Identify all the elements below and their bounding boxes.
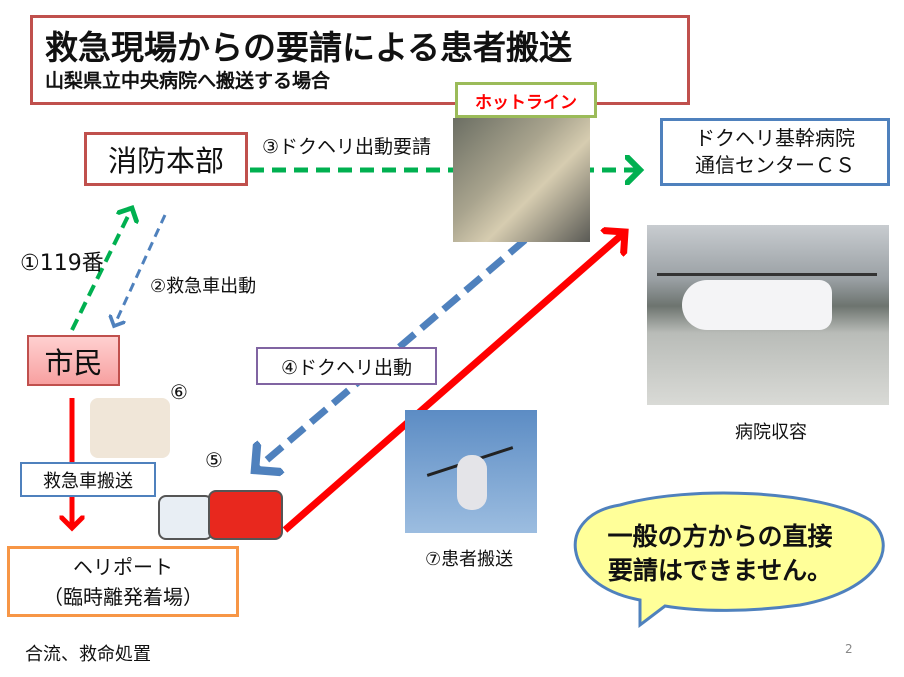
hospital-admission-label: 病院収容: [735, 422, 807, 443]
citizen-box: 市民: [27, 335, 120, 386]
helicopter-on-pad-photo: [647, 225, 889, 405]
page-number: 2: [845, 642, 853, 656]
hotline-label: ホットライン: [455, 82, 597, 118]
ambulance-transport-box: 救急車搬送: [20, 462, 156, 497]
heliport-line2: （臨時離発着場）: [43, 584, 203, 609]
notice-line2: 要請はできません。: [607, 556, 833, 585]
arrow-119-call: [70, 208, 132, 331]
step7-label: ⑦患者搬送: [425, 549, 514, 570]
base-hospital-line2: 通信センターＣＳ: [695, 153, 855, 177]
page-title: 救急現場からの要請による患者搬送: [45, 28, 573, 67]
fire-hq-box: 消防本部: [84, 132, 248, 186]
page-subtitle: 山梨県立中央病院へ搬送する場合: [45, 70, 331, 92]
notice-text: 一般の方からの直接 要請はできません。: [580, 520, 860, 588]
base-hospital-line1: ドクヘリ基幹病院: [695, 126, 855, 150]
merge-note: 合流、救命処置: [25, 644, 151, 665]
fire-truck-illustration: [208, 490, 283, 540]
helicopter-in-flight-photo: [405, 410, 537, 533]
step6-label: ⑥: [170, 380, 188, 404]
base-hospital-box: ドクヘリ基幹病院 通信センターＣＳ: [660, 118, 890, 186]
step3-label: ③ドクヘリ出動要請: [262, 132, 432, 159]
heliport-line1: ヘリポート: [73, 554, 173, 579]
notice-bubble: [573, 491, 885, 629]
arrow-ambulance-dispatch: [114, 214, 167, 326]
hotline-photo-overlay: [453, 118, 590, 242]
step1-label: ①119番: [20, 251, 104, 276]
heliport-box: ヘリポート （臨時離発着場）: [7, 546, 239, 617]
notice-line1: 一般の方からの直接: [607, 522, 833, 551]
ambulance-crew-illustration: [90, 398, 170, 458]
ambulance-illustration: [158, 495, 213, 540]
step5-label: ⑤: [205, 448, 223, 472]
step2-label: ②救急車出動: [150, 276, 257, 297]
arrow-patient-transport: [282, 232, 625, 533]
step4-box: ④ドクヘリ出動: [256, 347, 437, 385]
